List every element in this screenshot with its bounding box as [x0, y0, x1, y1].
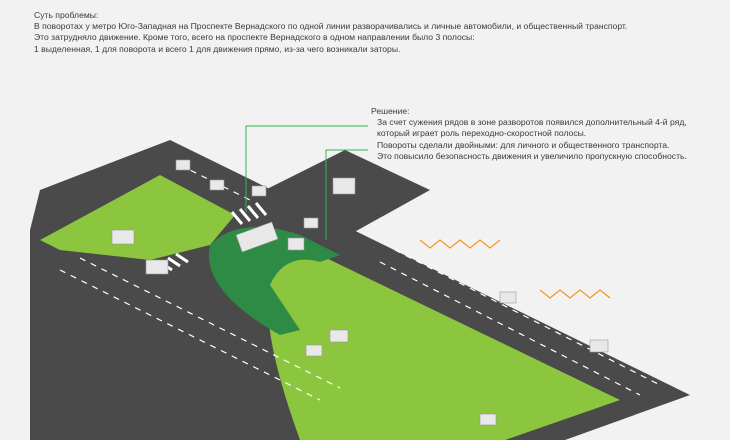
problem-line: В поворотах у метро Юго-Западная на Прос… [34, 21, 628, 32]
problem-title: Суть проблемы: [34, 10, 99, 20]
car [479, 413, 497, 426]
solution-description: Решение: За счет сужения рядов в зоне ра… [371, 106, 721, 162]
car [303, 217, 319, 229]
truck [332, 177, 356, 195]
buffer-zone [419, 239, 611, 299]
solution-line: За счет сужения рядов в зоне разворотов … [377, 117, 687, 128]
solution-line: который играет роль переходно-скоростной… [377, 128, 587, 139]
grass-median [268, 254, 620, 440]
car [305, 344, 323, 357]
car [209, 179, 225, 191]
car [251, 185, 267, 197]
lane-markings [59, 164, 661, 401]
solution-line: Повороты сделали двойными: для личного и… [377, 139, 670, 150]
turn-lane [208, 227, 340, 335]
problem-line: 1 выделенная, 1 для поворота и всего 1 д… [34, 43, 401, 54]
truck [111, 229, 135, 245]
truck [145, 259, 169, 275]
bus [235, 221, 279, 253]
side-road [255, 150, 430, 240]
car [287, 237, 305, 251]
grass-left [40, 175, 235, 260]
solution-line: Это повысило безопасность движения и уве… [377, 150, 687, 161]
callout-lines [245, 125, 368, 240]
problem-description: Суть проблемы: В поворотах у метро Юго-З… [34, 10, 714, 55]
car [589, 339, 609, 353]
car [175, 159, 191, 171]
vehicles [111, 159, 609, 426]
solution-title: Решение: [371, 106, 410, 116]
car [499, 291, 517, 304]
problem-line: Это затрудняло движение. Кроме того, все… [34, 32, 475, 43]
car [329, 329, 349, 343]
